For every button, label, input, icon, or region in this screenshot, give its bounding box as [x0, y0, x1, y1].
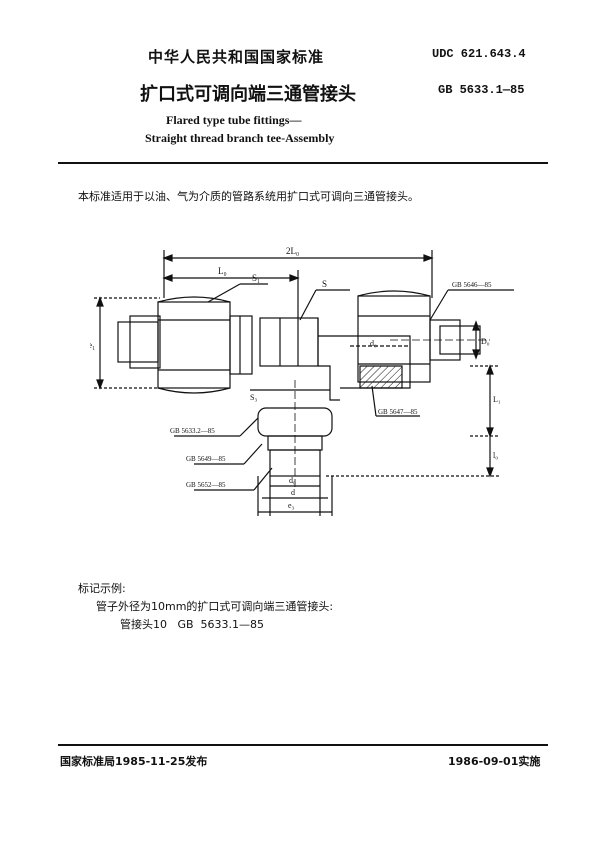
dim-s-label: S [322, 279, 327, 289]
gb-number: GB 5633.1—85 [438, 83, 525, 97]
dim-2l0-label: 2L₀ [286, 246, 299, 256]
dim-d-label: d [291, 488, 295, 497]
dim-l0-vertical-label: l₀ [493, 451, 498, 460]
dim-d0-label: d₀ [289, 476, 296, 485]
dim-D0-label: D₀ [481, 337, 490, 346]
dim-d0-left-label: d₀ [370, 339, 377, 348]
ref-gb5647: GB 5647—85 [378, 408, 418, 416]
dim-s3-label: S₃ [250, 393, 257, 402]
issue-date: 国家标准局1985-11-25发布 [60, 755, 208, 768]
tee-body [259, 317, 319, 367]
ref-gb5646: GB 5646—85 [452, 281, 492, 289]
assembly-drawing: 2L₀ L₀ e₁ S₁ S [90, 246, 514, 516]
english-title-line-2: Straight thread branch tee-Assembly [145, 131, 335, 145]
header-rule [58, 162, 548, 164]
scope-text: 本标准适用于以油、气为介质的管路系统用扩口式可调向三通管接头。 [78, 190, 419, 203]
marking-line-2: 管接头10 GB 5633.1—85 [120, 618, 265, 631]
marking-line-1: 管子外径为10mm的扩口式可调向端三通管接头: [96, 600, 334, 613]
ref-gb56332: GB 5633.2—85 [170, 427, 215, 435]
dim-L1-label: L₁ [493, 395, 501, 404]
ref-gb5652: GB 5652—85 [186, 481, 226, 489]
ref-gb5649: GB 5649—85 [186, 455, 226, 463]
dim-e3-label: e₃ [288, 501, 295, 510]
marking-heading: 标记示例: [78, 582, 126, 595]
left-tube [117, 321, 159, 363]
issuing-org: 中华人民共和国国家标准 [148, 48, 325, 66]
english-title-line-1: Flared type tube fittings— [166, 113, 302, 127]
footer-rule [58, 744, 548, 746]
document-title: 扩口式可调向端三通管接头 [140, 84, 356, 105]
dim-e1-label: e₁ [90, 340, 95, 350]
left-nut [157, 301, 231, 389]
effective-date: 1986-09-01实施 [448, 755, 541, 768]
dim-s1-label: S₁ [252, 273, 260, 283]
dim-l0-label: L₀ [218, 266, 227, 276]
udc-code: UDC 621.643.4 [432, 47, 526, 61]
